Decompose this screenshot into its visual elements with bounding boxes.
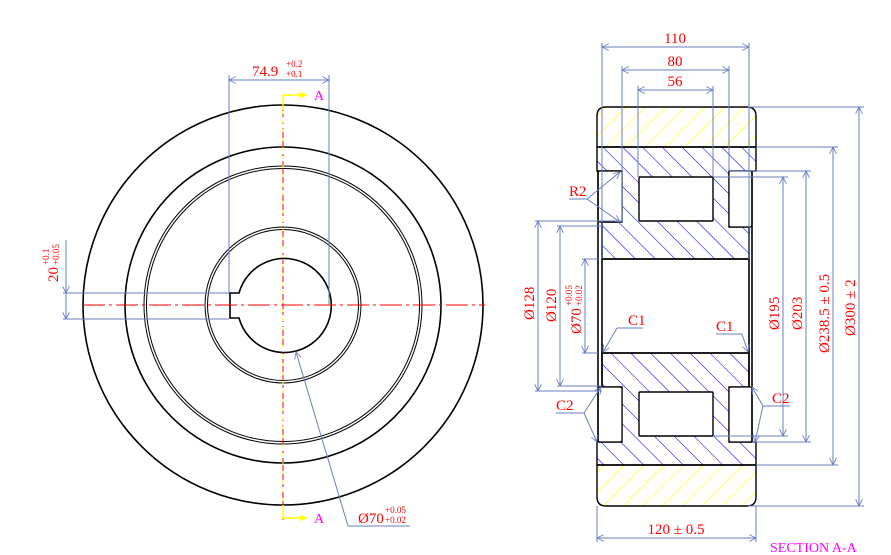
svg-text:Ø70: Ø70: [569, 308, 585, 334]
dimension-bore-section: Ø70 +0.05 +0.02: [564, 259, 598, 353]
tire-top-section: [596, 106, 757, 148]
svg-text:Ø300 ± 2: Ø300 ± 2: [843, 279, 859, 336]
dimension-d120: Ø120: [544, 226, 602, 386]
section-title: SECTION A-A: [770, 541, 858, 555]
hub-cavity-bottom: [638, 391, 714, 437]
svg-text:Ø128: Ø128: [522, 287, 538, 320]
chamfer-c2-left-leader: C2: [556, 387, 601, 442]
svg-text:80: 80: [668, 54, 683, 70]
dimension-key-width: 74.9 +0.2 +0.1: [229, 59, 329, 305]
svg-text:+0.2: +0.2: [286, 59, 302, 69]
dimension-d195: Ø195: [713, 177, 788, 436]
svg-text:20: 20: [46, 267, 62, 282]
svg-text:56: 56: [668, 74, 684, 90]
svg-text:120 ± 0.5: 120 ± 0.5: [648, 522, 705, 538]
section-marker-bottom: A: [282, 505, 325, 527]
svg-text:C1: C1: [716, 319, 734, 335]
chamfer-c1-left-leader: C1: [603, 313, 646, 352]
svg-text:Ø70: Ø70: [358, 511, 384, 527]
svg-text:110: 110: [664, 31, 686, 47]
section-view: 110 80 56 Ø195 Ø203 Ø238.5 ± 0: [522, 31, 864, 555]
svg-text:+0.1: +0.1: [286, 69, 302, 79]
section-marker-top: A: [282, 89, 325, 110]
svg-text:74.9: 74.9: [252, 64, 278, 80]
dimension-110: 110: [602, 31, 749, 259]
svg-text:+0.1: +0.1: [41, 249, 51, 265]
chamfer-c1-right-leader: C1: [716, 319, 748, 352]
dimension-key-height: 20 +0.1 +0.05: [41, 240, 229, 319]
tire-bottom-section: [596, 464, 757, 507]
svg-text:R2: R2: [569, 184, 587, 200]
svg-text:C2: C2: [772, 391, 790, 407]
svg-text:Ø238.5 ± 0.5: Ø238.5 ± 0.5: [817, 274, 833, 353]
keyed-bore: [229, 257, 333, 354]
radius-r2-leader: R2: [569, 172, 620, 222]
svg-text:C1: C1: [628, 313, 646, 329]
dimension-d203: Ø203: [729, 171, 811, 442]
svg-text:Ø120: Ø120: [544, 289, 560, 322]
section-label-a-top: A: [314, 89, 325, 104]
hub-cavity-top: [638, 176, 714, 222]
dimension-80: 80: [622, 54, 729, 222]
front-view: A A 74.9 +0.2 +0.1 20 +0.1 +0.05: [41, 59, 485, 527]
svg-text:+0.02: +0.02: [574, 285, 584, 306]
svg-text:+0.05: +0.05: [564, 285, 574, 306]
svg-text:Ø203: Ø203: [790, 297, 806, 330]
chamfer-c2-right-leader: C2: [752, 387, 790, 442]
section-label-a-bottom: A: [314, 512, 325, 527]
svg-text:+0.02: +0.02: [385, 515, 406, 525]
dimension-total-width: 120 ± 0.5: [597, 506, 756, 542]
svg-text:C2: C2: [556, 398, 574, 414]
dimension-bore-leader: Ø70 +0.05 +0.02: [296, 352, 410, 527]
dimension-56: 56: [638, 74, 713, 177]
svg-text:+0.05: +0.05: [385, 505, 406, 515]
svg-text:+0.05: +0.05: [51, 244, 61, 265]
dimension-d128: Ø128: [522, 221, 622, 391]
dimension-d238: Ø238.5 ± 0.5: [756, 147, 838, 465]
svg-text:Ø195: Ø195: [767, 297, 783, 330]
dimension-d300: Ø300 ± 2: [748, 107, 864, 506]
